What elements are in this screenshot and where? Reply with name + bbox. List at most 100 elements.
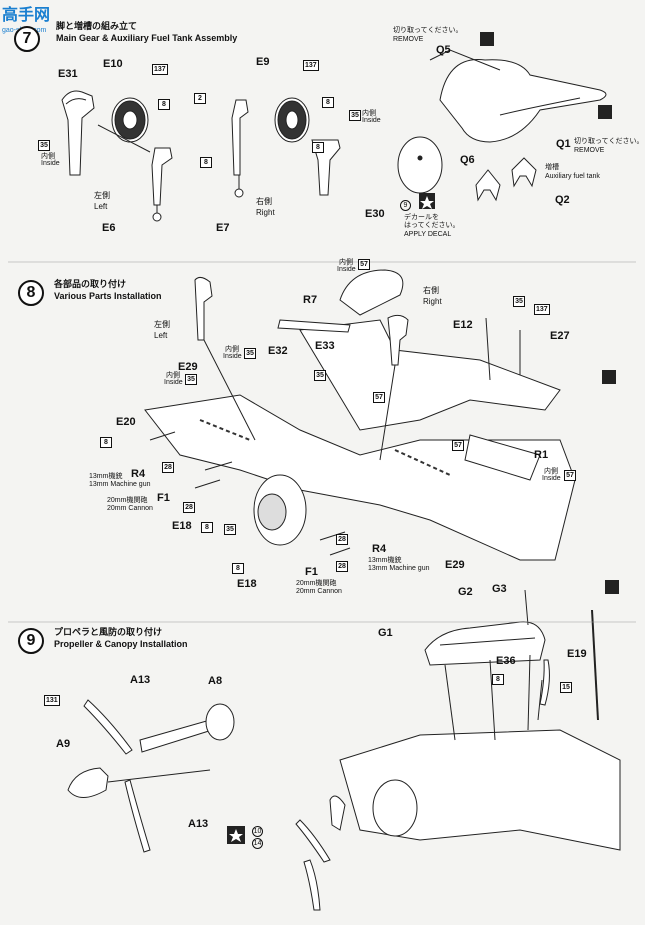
step8-inside-d-en: Inside [542, 475, 561, 482]
part-R4-a: R4 [131, 468, 146, 480]
box-57a: 57 [358, 259, 370, 270]
step7-tank-jp: 増槽 [545, 164, 559, 171]
part-E29-b: E29 [445, 559, 465, 571]
box-28d: 28 [336, 561, 348, 572]
part-G2: G2 [458, 586, 473, 598]
part-E20: E20 [116, 416, 136, 428]
step8-inside-c-jp: 内側 [166, 372, 180, 379]
box-131: 131 [44, 695, 60, 706]
box-15: 15 [560, 682, 572, 693]
part-Q1: Q1 [556, 138, 571, 150]
box-28a: 28 [162, 462, 174, 473]
box-8a: 8 [158, 99, 170, 110]
part-Q5: Q5 [436, 44, 451, 56]
part-G1: G1 [378, 627, 393, 639]
step8-inside-b-jp: 内側 [225, 346, 239, 353]
step7-decal-en: APPLY DECAL [404, 231, 452, 238]
step8-left-en: Left [154, 331, 168, 340]
step7-decal-jp2: はってください。 [404, 222, 460, 229]
step-7-title-jp: 脚と増槽の組み立て [56, 21, 138, 31]
box-57b: 57 [373, 392, 385, 403]
step8-mg-a-jp: 13mm機銃 [89, 473, 123, 480]
box-8c: 8 [322, 97, 334, 108]
part-E7: E7 [216, 222, 230, 234]
remove-cut-icons [480, 32, 619, 594]
step8-mg-a-en: 13mm Machine gun [89, 481, 151, 488]
part-A13-b: A13 [188, 818, 209, 830]
step-8-title-jp: 各部品の取り付け [54, 279, 127, 289]
part-E12: E12 [453, 319, 473, 331]
part-E9: E9 [256, 56, 270, 68]
box-35d: 35 [185, 374, 197, 385]
decal-10: 10 [252, 826, 263, 837]
box-8e: 8 [100, 437, 112, 448]
box-35c: 35 [244, 348, 256, 359]
part-G3: G3 [492, 583, 507, 595]
step7-remove1-jp: 切り取ってください。 [393, 27, 463, 34]
part-E33: E33 [315, 340, 335, 352]
box-8g: 8 [232, 563, 244, 574]
box-137b: 137 [303, 60, 319, 71]
box-35f: 35 [513, 296, 525, 307]
step7-tank-en: Auxiliary fuel tank [545, 173, 600, 180]
step8-cn-b-en: 20mm Cannon [296, 588, 342, 595]
step8-right-jp: 右側 [423, 286, 439, 295]
part-Q2: Q2 [555, 194, 570, 206]
step7-inside2-jp: 内側 [362, 110, 376, 117]
part-E18-a: E18 [172, 520, 192, 532]
step8-inside-b-en: Inside [223, 353, 242, 360]
step-8-number: 8 [18, 280, 44, 306]
watermark-text: 高手网 [2, 7, 51, 24]
box-137a: 137 [152, 64, 168, 75]
part-E27: E27 [550, 330, 570, 342]
part-F1-a: F1 [157, 492, 170, 504]
box-57c: 57 [452, 440, 464, 451]
part-E29-a: E29 [178, 361, 198, 373]
part-E6: E6 [102, 222, 116, 234]
step7-remove2-en: REMOVE [574, 147, 605, 154]
box-28c: 28 [336, 534, 348, 545]
box-35b: 35 [349, 110, 361, 121]
part-A9: A9 [56, 738, 71, 750]
decal-14: 14 [252, 838, 263, 849]
part-E18-b: E18 [237, 578, 257, 590]
step-9-number: 9 [18, 628, 44, 654]
box-2: 2 [194, 93, 206, 104]
step8-left-jp: 左側 [154, 320, 170, 329]
part-A13-a: A13 [130, 674, 151, 686]
step7-left-jp: 左側 [94, 191, 110, 200]
part-E32: E32 [268, 345, 288, 357]
box-57d: 57 [564, 470, 576, 481]
part-E19: E19 [567, 648, 587, 660]
box-35a: 35 [38, 140, 50, 151]
step8-cn-a-jp: 20mm機関砲 [107, 497, 148, 504]
step8-cn-b-jp: 20mm機関砲 [296, 580, 337, 587]
step-7-number: 7 [14, 26, 40, 52]
part-R4-b: R4 [372, 543, 387, 555]
box-137c: 137 [534, 304, 550, 315]
step7-remove1-en: REMOVE [393, 36, 424, 43]
part-F1-b: F1 [305, 566, 318, 578]
part-E10: E10 [103, 58, 123, 70]
step-8-title-en: Various Parts Installation [54, 291, 162, 301]
box-8h: 8 [492, 674, 504, 685]
part-E36: E36 [496, 655, 516, 667]
step8-mg-b-en: 13mm Machine gun [368, 565, 430, 572]
box-35g: 35 [224, 524, 236, 535]
step8-right-en: Right [423, 297, 442, 306]
step7-inside-en: Inside [41, 160, 60, 167]
part-A8: A8 [208, 675, 223, 687]
step-7-title-en: Main Gear & Auxiliary Fuel Tank Assembly [56, 33, 238, 43]
box-8b: 8 [200, 157, 212, 168]
step7-remove2-jp: 切り取ってください。 [574, 138, 644, 145]
step-9-title-jp: プロペラと風防の取り付け [54, 627, 163, 637]
part-E31: E31 [58, 68, 78, 80]
step8-inside-d-jp: 内側 [544, 468, 558, 475]
step7-right-en: Right [256, 208, 275, 217]
part-R7: R7 [303, 294, 318, 306]
part-Q6: Q6 [460, 154, 475, 166]
step7-decal-jp1: デカールを [404, 214, 439, 221]
step-9-title-en: Propeller & Canopy Installation [54, 639, 188, 649]
step8-cn-a-en: 20mm Cannon [107, 505, 153, 512]
